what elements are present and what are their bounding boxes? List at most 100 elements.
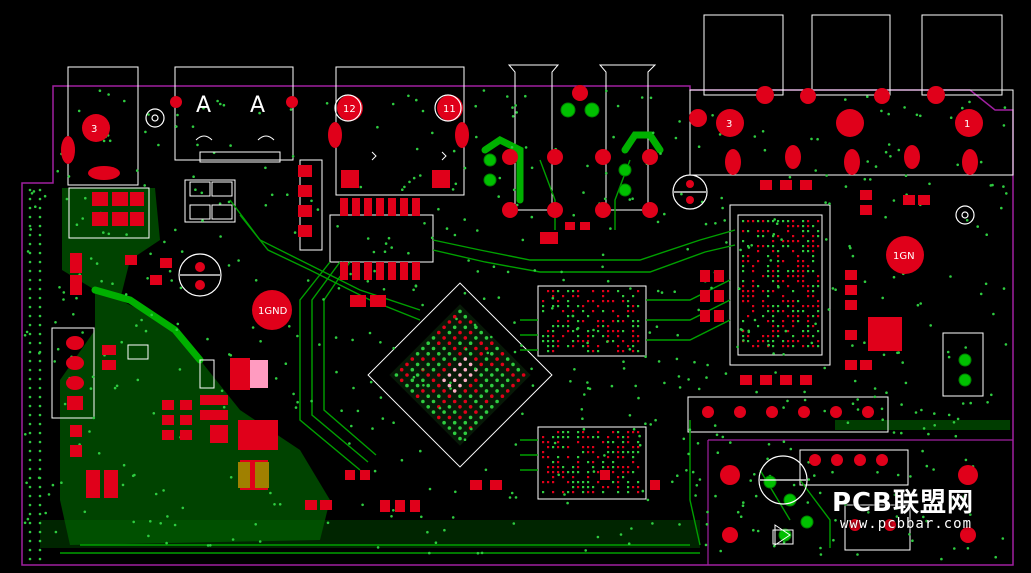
edge-via [28, 251, 32, 255]
via [289, 108, 293, 111]
via [351, 338, 354, 342]
via [698, 478, 702, 481]
chip-pad [562, 446, 565, 449]
via [979, 292, 983, 296]
chip-pad [622, 320, 625, 323]
via [753, 473, 756, 476]
chip-pad [802, 285, 805, 288]
chip-pad [607, 446, 610, 449]
via [23, 334, 27, 337]
via [60, 481, 63, 485]
via [337, 287, 341, 290]
chip-pad [622, 436, 625, 439]
chip-pad [772, 245, 775, 248]
via [900, 431, 903, 435]
via [449, 387, 452, 390]
chip-pad [782, 325, 785, 328]
chip-pad [752, 265, 755, 268]
chip-pad [552, 305, 555, 308]
via [697, 308, 700, 312]
edge-via [28, 287, 32, 291]
chip-pad [617, 335, 620, 338]
via [32, 190, 36, 193]
chip-pad [762, 230, 765, 233]
edge-via [38, 287, 42, 291]
chip-pad [587, 476, 590, 479]
chip-pad [572, 476, 575, 479]
bga-ball [452, 378, 457, 383]
chip-pad [812, 295, 815, 298]
chip-pad [742, 230, 745, 233]
edge-via [28, 188, 32, 192]
chip-pad [637, 431, 640, 434]
via [318, 343, 321, 346]
via [296, 334, 299, 338]
via [844, 503, 847, 506]
edge-via [28, 458, 32, 462]
via [789, 447, 793, 451]
via [464, 347, 468, 351]
mount-label-3: 3 [91, 124, 97, 135]
via [741, 504, 745, 508]
via-field [23, 89, 1008, 561]
via [419, 449, 422, 453]
via [904, 174, 908, 177]
via [656, 220, 660, 224]
edge-via [38, 251, 42, 255]
via [1004, 343, 1008, 346]
via [524, 94, 527, 98]
via [782, 406, 785, 409]
via [895, 515, 899, 518]
chip-pad [577, 431, 580, 434]
chip-pad [552, 290, 555, 293]
chip-pad [777, 260, 780, 263]
via [649, 423, 652, 426]
via [892, 431, 896, 434]
via [714, 494, 717, 498]
via [969, 401, 972, 405]
chip-pad [592, 310, 595, 313]
bga-ball [458, 405, 462, 409]
chip-pad [612, 310, 615, 313]
edge-via [38, 359, 42, 363]
via [89, 257, 93, 260]
via [966, 547, 970, 550]
chip-pad [552, 446, 555, 449]
edge-via [28, 494, 32, 498]
via [520, 344, 523, 347]
via [627, 542, 631, 545]
via [806, 501, 810, 504]
bga-ball [505, 367, 510, 372]
via [508, 496, 512, 499]
chip-pad [797, 270, 800, 273]
chip-pad [782, 345, 785, 348]
via [219, 235, 222, 238]
chip-pad [617, 350, 620, 353]
board-sub-edge [707, 439, 1013, 565]
chip-pad [542, 491, 545, 494]
via [671, 480, 674, 484]
via [583, 393, 586, 396]
bga-ball [442, 325, 446, 330]
via [954, 434, 958, 438]
via [628, 414, 632, 417]
via [451, 516, 455, 519]
via [166, 515, 169, 518]
chip-pad [587, 481, 590, 484]
chip-pad [547, 330, 550, 333]
chip-pad [547, 290, 550, 293]
via [892, 199, 896, 202]
chip-pad [817, 310, 820, 313]
bga-ball [442, 367, 446, 372]
via [144, 130, 147, 134]
via [696, 442, 700, 445]
chip-pad [597, 345, 600, 348]
chip-pad [567, 300, 570, 303]
chip-pad [542, 310, 545, 313]
via [968, 100, 971, 104]
edge-via [38, 521, 42, 525]
chip-pad [802, 335, 805, 338]
chip-pad [552, 481, 555, 484]
chip-pad [782, 280, 785, 283]
via [882, 353, 886, 357]
